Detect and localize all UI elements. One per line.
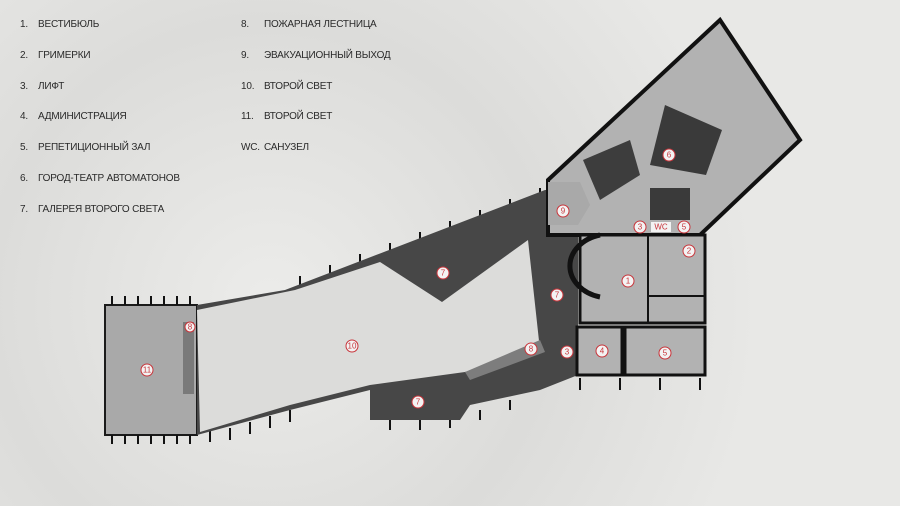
legend-item-7: 7. ГАЛЕРЕЯ ВТОРОГО СВЕТА <box>20 204 164 215</box>
legend-item-4: 4. АДМИНИСТРАЦИЯ <box>20 111 127 122</box>
svg-text:11: 11 <box>143 366 152 375</box>
svg-text:WC: WC <box>654 223 668 232</box>
svg-text:7: 7 <box>416 398 421 407</box>
legend-num: 11. <box>241 111 254 122</box>
legend-text: АДМИНИСТРАЦИЯ <box>38 111 127 122</box>
svg-text:6: 6 <box>667 151 672 160</box>
legend-text: ВТОРОЙ СВЕТ <box>264 81 333 92</box>
legend-num: 5. <box>20 142 28 153</box>
svg-text:1: 1 <box>626 277 631 286</box>
legend-num: 4. <box>20 111 28 122</box>
second-light-10 <box>197 240 540 432</box>
label-7c: 7 <box>411 395 425 409</box>
label-5a: 5 <box>677 220 691 234</box>
legend-text: САНУЗЕЛ <box>264 142 309 153</box>
legend-text: ГРИМЕРКИ <box>38 50 91 61</box>
svg-text:7: 7 <box>441 269 446 278</box>
legend-item-8: 8. ПОЖАРНАЯ ЛЕСТНИЦА <box>241 19 377 30</box>
svg-text:5: 5 <box>682 223 687 232</box>
label-4: 4 <box>595 344 609 358</box>
svg-text:7: 7 <box>555 291 560 300</box>
label-5b: 5 <box>658 346 672 360</box>
svg-text:9: 9 <box>561 207 566 216</box>
column-ticks <box>111 188 701 444</box>
svg-text:8: 8 <box>529 345 534 354</box>
svg-text:4: 4 <box>600 347 605 356</box>
label-3b: 3 <box>560 345 574 359</box>
fire-stair-8-left <box>183 322 194 394</box>
svg-text:3: 3 <box>638 223 643 232</box>
label-wc: WC <box>651 222 671 232</box>
service-block <box>650 188 690 220</box>
label-1: 1 <box>621 274 635 288</box>
legend-text: ЛИФТ <box>38 81 65 92</box>
legend-text: ЭВАКУАЦИОННЫЙ ВЫХОД <box>264 50 391 61</box>
label-7a: 7 <box>436 266 450 280</box>
legend-text: ПОЖАРНАЯ ЛЕСТНИЦА <box>264 19 377 30</box>
svg-text:10: 10 <box>348 342 357 351</box>
label-3a: 3 <box>633 220 647 234</box>
label-8a: 8 <box>184 321 196 333</box>
legend-num: 6. <box>20 173 28 184</box>
label-11: 11 <box>140 363 154 377</box>
stair-block <box>583 140 640 200</box>
legend-item-11: 11. ВТОРОЙ СВЕТ <box>241 111 332 122</box>
legend-num: 9. <box>241 50 249 61</box>
legend-num: 1. <box>20 19 28 30</box>
svg-text:2: 2 <box>687 247 692 256</box>
curved-wall <box>567 232 601 300</box>
legend-text: ГАЛЕРЕЯ ВТОРОГО СВЕТА <box>38 204 165 215</box>
legend-num: 3. <box>20 81 28 92</box>
legend-num: 2. <box>20 50 28 61</box>
svg-text:5: 5 <box>663 349 668 358</box>
label-6: 6 <box>662 148 676 162</box>
legend-item-5: 5. РЕПЕТИЦИОННЫЙ ЗАЛ <box>20 142 150 153</box>
legend-item-6: 6. ГОРОД-ТЕАТР АВТОМАТОНОВ <box>20 173 180 184</box>
label-8b: 8 <box>524 342 538 356</box>
legend-item-wc: WC. САНУЗЕЛ <box>241 142 309 153</box>
legend-text: ВТОРОЙ СВЕТ <box>264 111 333 122</box>
label-9: 9 <box>556 204 570 218</box>
label-10: 10 <box>345 339 359 353</box>
plan-labels: 7 7 7 10 11 8 8 9 3 WC 5 2 1 3 4 5 6 <box>140 148 696 409</box>
legend-text: ГОРОД-ТЕАТР АВТОМАТОНОВ <box>38 173 180 184</box>
legend-num: 8. <box>241 19 249 30</box>
legend-text: РЕПЕТИЦИОННЫЙ ЗАЛ <box>38 142 151 153</box>
legend-num: 7. <box>20 204 28 215</box>
svg-text:8: 8 <box>188 323 193 332</box>
legend-item-2: 2. ГРИМЕРКИ <box>20 50 91 61</box>
label-7b: 7 <box>550 288 564 302</box>
legend-item-9: 9. ЭВАКУАЦИОННЫЙ ВЫХОД <box>241 50 391 61</box>
legend-num: WC. <box>241 142 260 153</box>
legend-num: 10. <box>241 81 255 92</box>
legend-item-1: 1. ВЕСТИБЮЛЬ <box>20 19 99 30</box>
label-2: 2 <box>682 244 696 258</box>
legend-item-3: 3. ЛИФТ <box>20 81 64 92</box>
legend-text: ВЕСТИБЮЛЬ <box>38 19 100 30</box>
legend-item-10: 10. ВТОРОЙ СВЕТ <box>241 81 332 92</box>
svg-text:3: 3 <box>565 348 570 357</box>
